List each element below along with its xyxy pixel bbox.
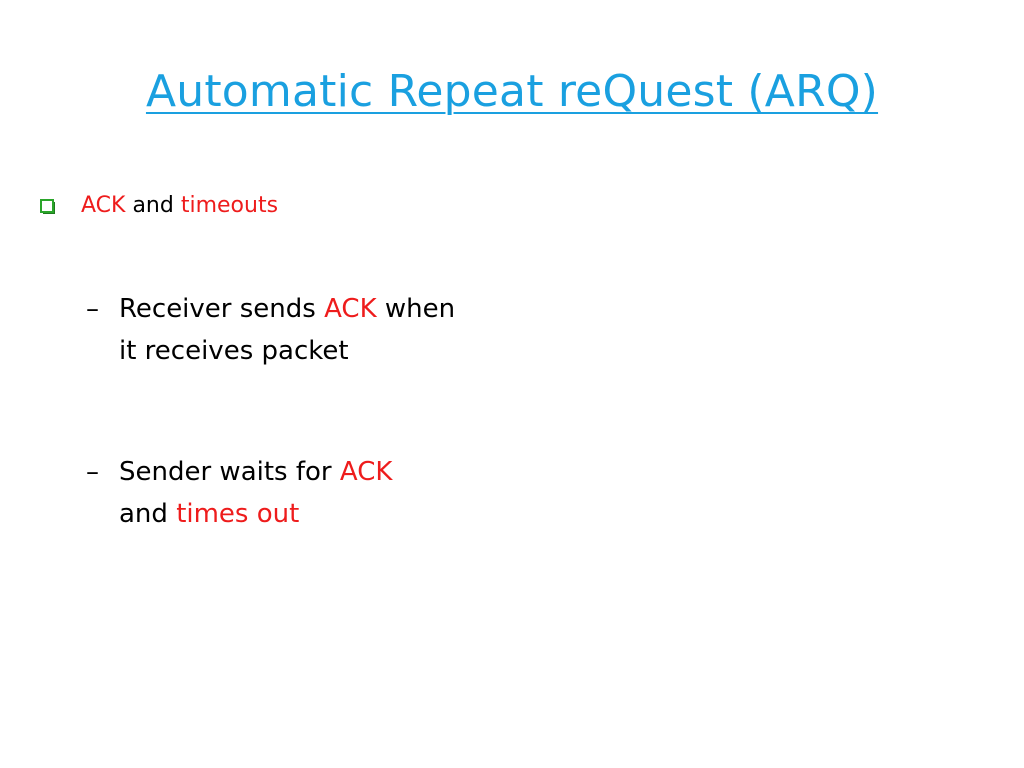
receiver-text-b: when (376, 294, 456, 324)
sender-text-a: Sender waits for (119, 457, 340, 487)
sub-bullet-sender-lines: Sender waits for ACK and times out (119, 451, 392, 535)
sub-bullet-sender-line-2: and times out (119, 493, 392, 535)
sender-and-text: and (119, 499, 177, 529)
dash-icon: – (86, 294, 99, 324)
bullet-ack-text: ACK (81, 193, 126, 218)
sub-bullet-sender-line-1: Sender waits for ACK (119, 451, 392, 493)
checkbox-icon (40, 198, 55, 214)
bullet-and-text: and (125, 193, 181, 218)
sub-bullet-receiver-lines: Receiver sends ACK when it receives pack… (119, 288, 455, 372)
sender-times-out-text: times out (176, 499, 300, 529)
bullet-timeouts-text: timeouts (180, 193, 279, 218)
sender-ack-text: ACK (339, 457, 393, 487)
sub-bullet-sender: – Sender waits for ACK and times out (86, 451, 392, 535)
bullet-ack-timeouts: ACK and timeouts (40, 188, 278, 224)
sub-bullet-receiver-line-1: Receiver sends ACK when (119, 288, 455, 330)
receiver-ack-text: ACK (324, 294, 377, 324)
sub-bullet-receiver: – Receiver sends ACK when it receives pa… (86, 288, 455, 372)
slide-title: Automatic Repeat reQuest (ARQ) (145, 66, 879, 117)
sub-bullet-receiver-line-2: it receives packet (119, 336, 349, 366)
receiver-text-a: Receiver sends (119, 294, 325, 324)
dash-icon: – (86, 457, 99, 487)
